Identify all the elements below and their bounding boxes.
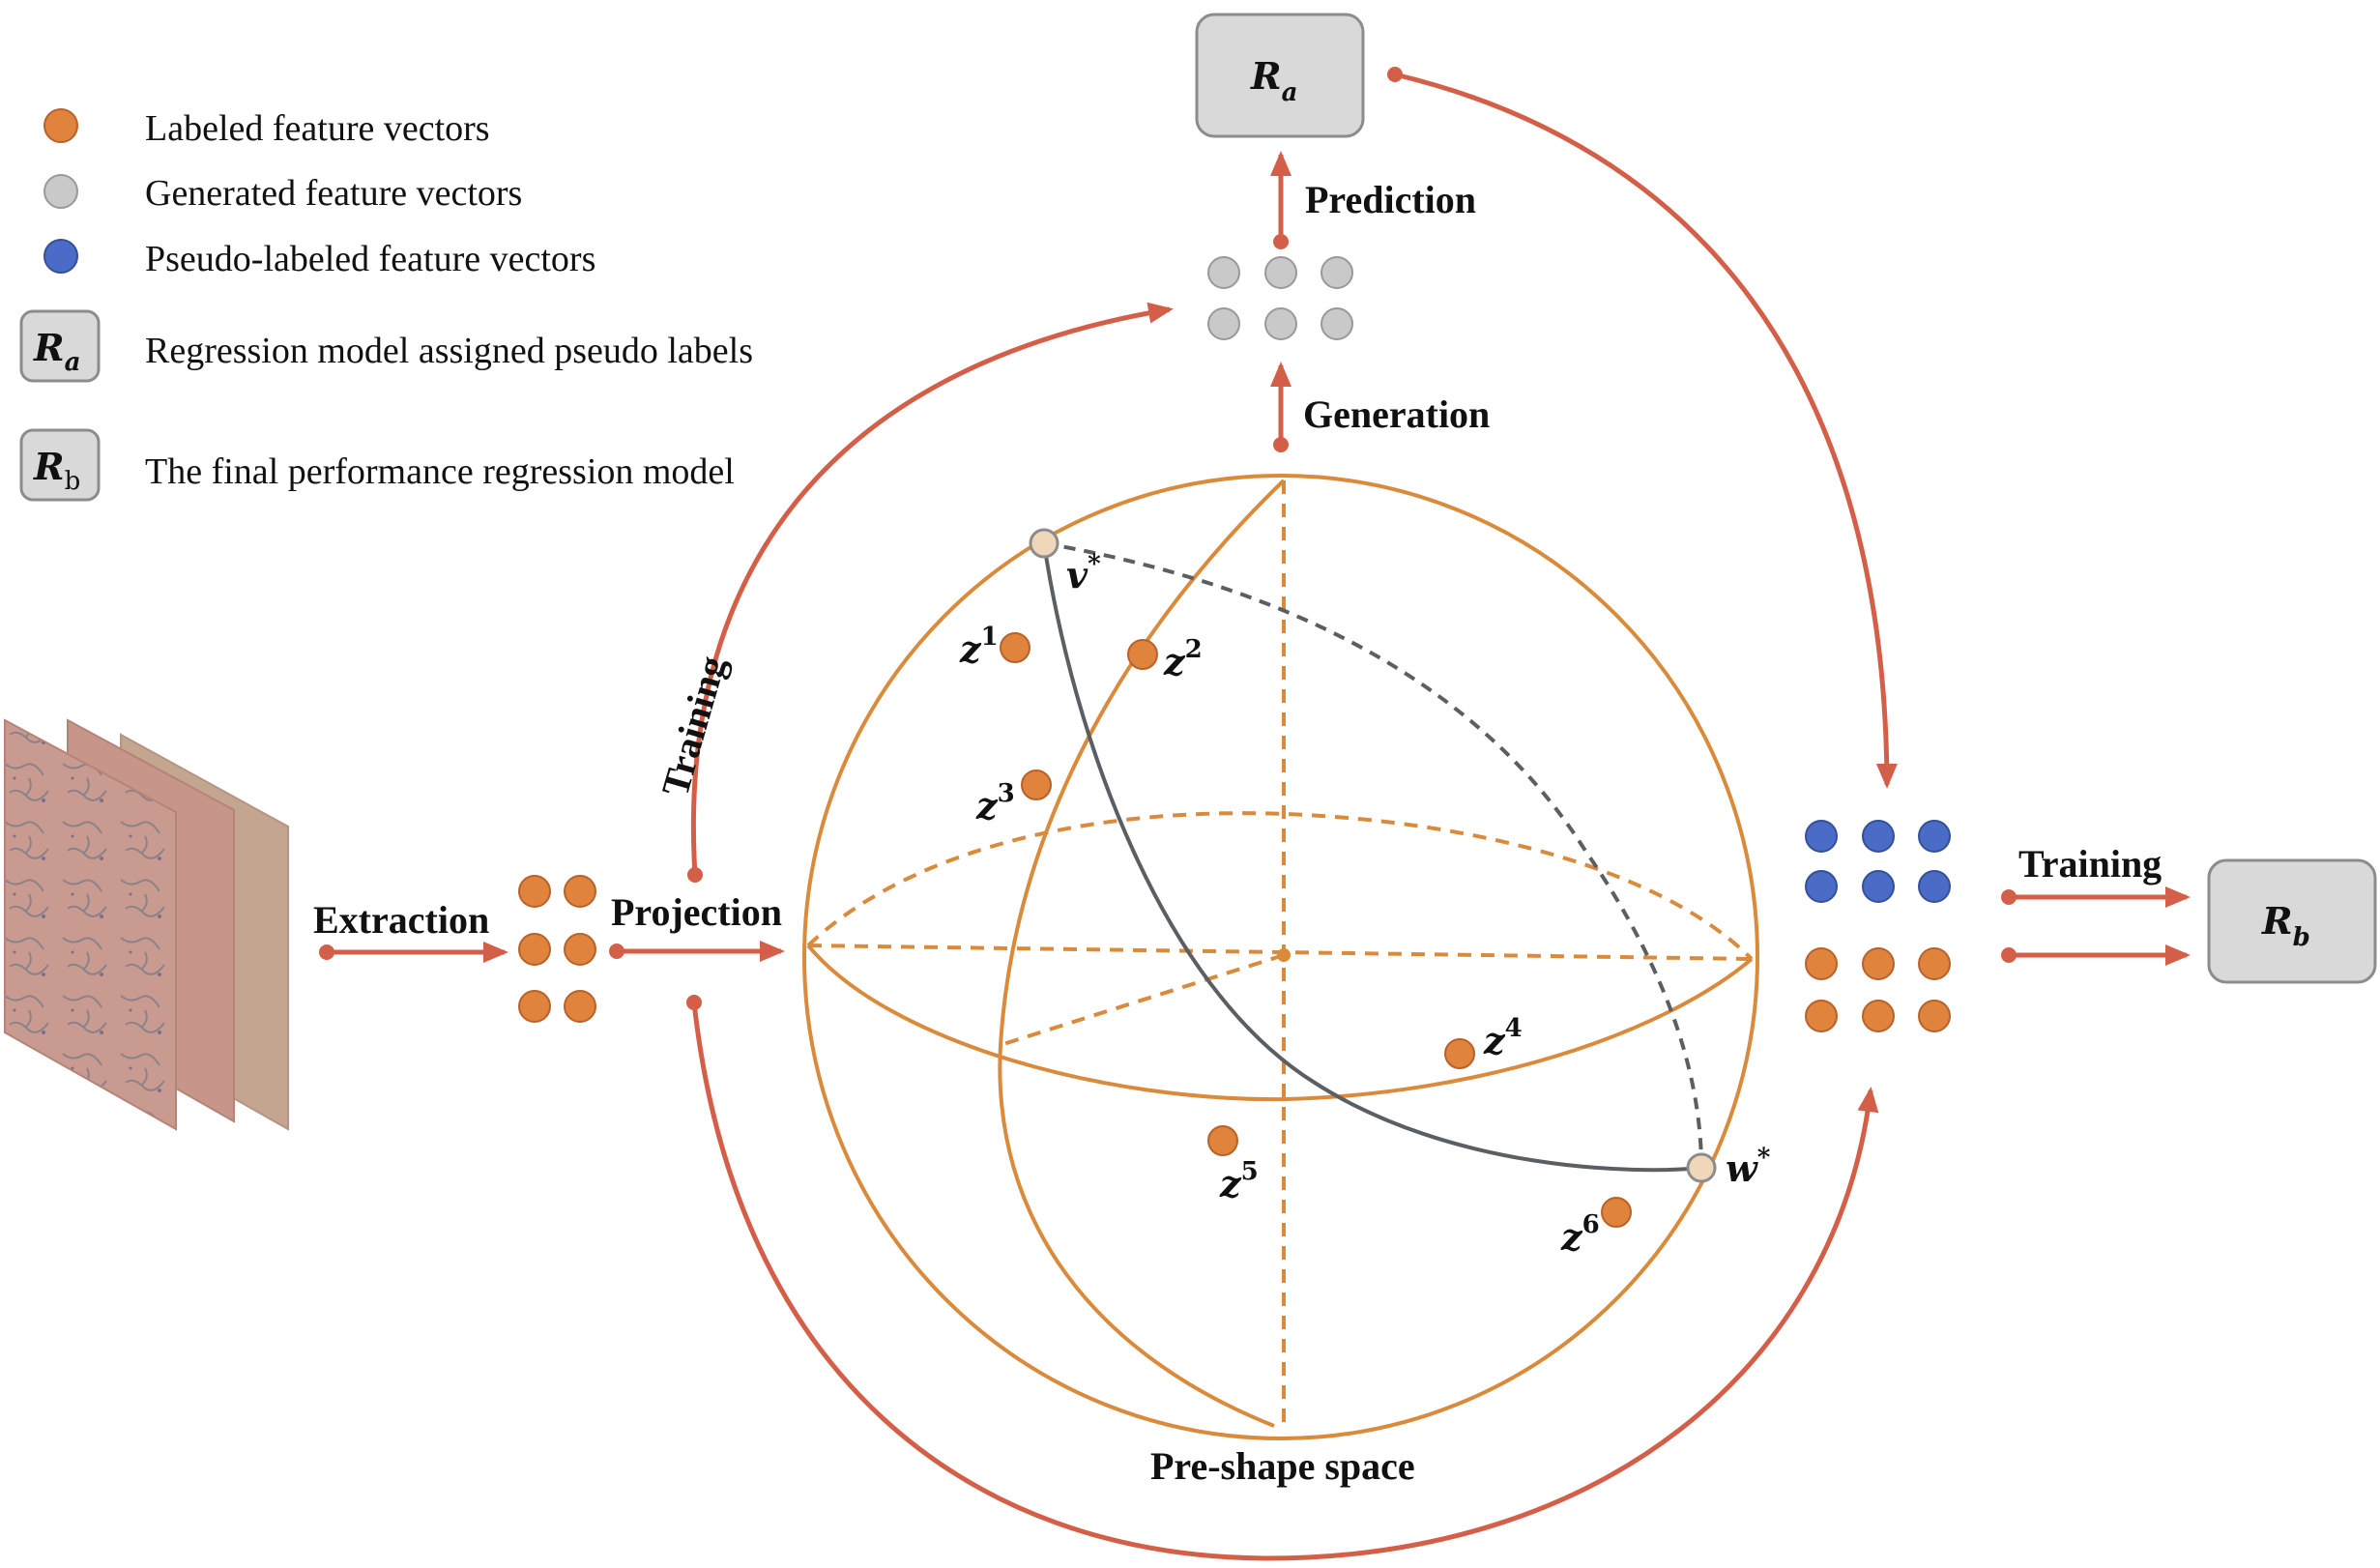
generation-step: Generation bbox=[1270, 362, 1490, 452]
rb-model-box: Rb bbox=[2207, 858, 2377, 984]
geodesic-solid bbox=[1042, 542, 1702, 1173]
z3-point: z3 bbox=[975, 769, 1052, 828]
extraction-label: Extraction bbox=[313, 898, 489, 942]
projection-label: Projection bbox=[611, 890, 782, 934]
svg-text:w*: w* bbox=[1726, 1144, 1771, 1190]
svg-text:z6: z6 bbox=[1560, 1210, 1600, 1259]
prediction-step: Prediction bbox=[1270, 151, 1476, 249]
labeled-vector-cluster-right bbox=[1805, 947, 1951, 1032]
legend-pseudo-swatch bbox=[44, 239, 78, 274]
bottom-arc bbox=[686, 995, 1879, 1561]
z4-point: z4 bbox=[1444, 1014, 1523, 1069]
legend: Labeled feature vectors Generated featur… bbox=[19, 108, 753, 502]
ra-model-box: Ra bbox=[1195, 13, 1365, 138]
legend-rb-text: The final performance regression model bbox=[145, 451, 735, 492]
training-right-label: Training bbox=[2018, 842, 2162, 886]
pseudo-labeled-cluster bbox=[1805, 820, 1951, 903]
z2-point: z2 bbox=[1127, 635, 1203, 683]
svg-text:z5: z5 bbox=[1219, 1157, 1259, 1205]
legend-generated-label: Generated feature vectors bbox=[145, 173, 522, 214]
sphere-outline bbox=[802, 474, 1759, 1440]
svg-text:z2: z2 bbox=[1163, 635, 1203, 683]
training-right-step: Training bbox=[2001, 842, 2191, 966]
generated-vector-cluster bbox=[1207, 256, 1353, 340]
pre-shape-sphere bbox=[802, 474, 1759, 1440]
extraction-step: Extraction bbox=[313, 898, 508, 963]
geodesic-dashed bbox=[1043, 541, 1703, 1169]
svg-text:Ra: Ra bbox=[1250, 54, 1297, 107]
z1-point: z1 bbox=[959, 623, 1030, 671]
svg-text:z3: z3 bbox=[975, 779, 1015, 828]
z6-point: z6 bbox=[1560, 1197, 1632, 1259]
svg-text:v*: v* bbox=[1066, 550, 1101, 596]
labeled-vector-cluster-left bbox=[518, 875, 596, 1023]
training-arc-left: Training bbox=[653, 302, 1174, 883]
generation-label: Generation bbox=[1303, 392, 1490, 436]
legend-labeled-swatch bbox=[44, 108, 78, 143]
histology-image-stack bbox=[4, 718, 289, 1131]
w-star-point: w* bbox=[1686, 1144, 1771, 1190]
training-left-label: Training bbox=[653, 652, 734, 801]
legend-ra-text: Regression model assigned pseudo labels bbox=[145, 331, 753, 371]
legend-rb-box: Rb bbox=[19, 428, 101, 502]
v-star-point: v* bbox=[1029, 528, 1101, 596]
projection-step: Projection bbox=[609, 890, 785, 962]
sphere-caption: Pre-shape space bbox=[1150, 1444, 1415, 1488]
ra-to-pseudo-arc bbox=[1387, 67, 1898, 789]
z5-point: z5 bbox=[1207, 1125, 1259, 1205]
legend-generated-swatch bbox=[44, 174, 78, 209]
svg-text:z4: z4 bbox=[1483, 1014, 1523, 1062]
legend-ra-box: Ra bbox=[19, 309, 101, 383]
prediction-label: Prediction bbox=[1305, 178, 1476, 221]
legend-labeled-label: Labeled feature vectors bbox=[145, 108, 490, 149]
legend-pseudo-label: Pseudo-labeled feature vectors bbox=[145, 239, 595, 279]
svg-text:z1: z1 bbox=[959, 623, 999, 671]
svg-text:Rb: Rb bbox=[33, 445, 80, 496]
svg-text:Rb: Rb bbox=[2261, 899, 2310, 952]
svg-text:Ra: Ra bbox=[33, 326, 80, 377]
